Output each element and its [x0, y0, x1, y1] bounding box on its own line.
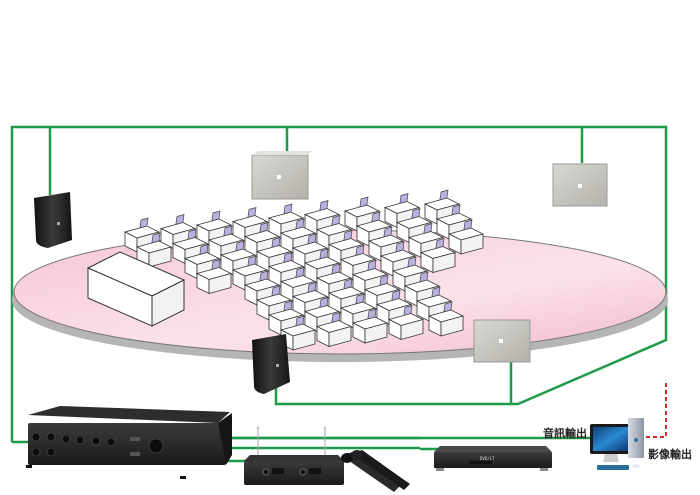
student-desks: [123, 189, 485, 351]
dvd-display: DVD/LT: [480, 456, 495, 461]
wireless-receiver: [244, 426, 344, 485]
desk: [303, 297, 341, 333]
speaker-black-front: [252, 334, 290, 394]
video-output-label: 影像輸出: [648, 448, 692, 461]
desk: [427, 301, 465, 337]
speaker-black-left: [34, 192, 72, 248]
speaker-gray-top-center: [251, 151, 312, 200]
speaker-gray-front-right: [473, 319, 531, 363]
mixer-amplifier: [26, 406, 232, 479]
desk: [195, 259, 233, 295]
desk: [387, 305, 425, 341]
desk: [315, 312, 353, 348]
wireless-microphones: [341, 450, 410, 492]
desk: [419, 238, 457, 274]
speaker-gray-top-right: [552, 163, 608, 207]
desk: [183, 244, 221, 280]
presenter-table: [86, 251, 186, 327]
desktop-computer: [590, 418, 644, 470]
wire-top-loop: [10, 125, 668, 442]
desk: [447, 219, 485, 255]
desk: [351, 308, 389, 344]
video-wiring: [642, 383, 667, 438]
dvd-player: DVD/LT: [434, 446, 552, 471]
desk: [219, 240, 257, 276]
audio-output-label: 音訊輸出: [543, 427, 587, 440]
